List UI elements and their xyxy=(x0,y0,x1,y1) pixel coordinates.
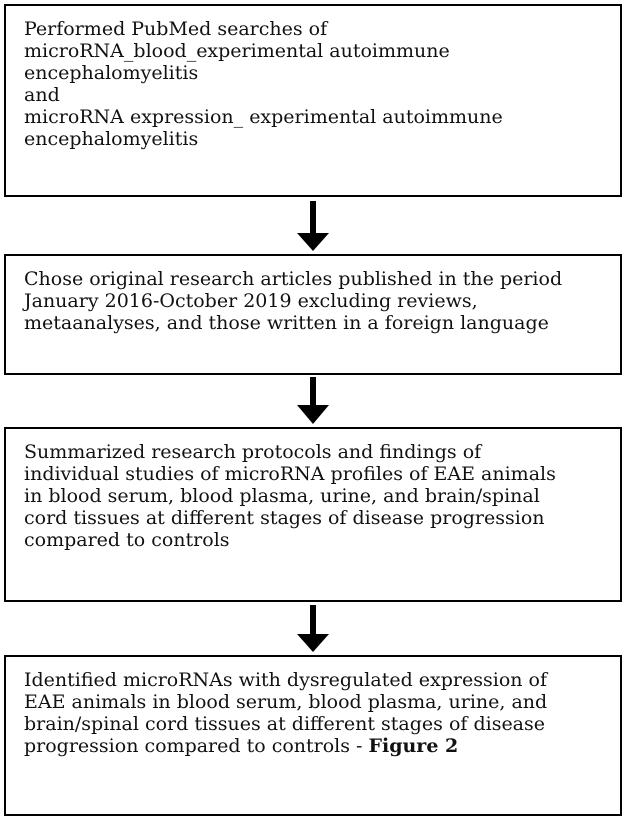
flow-step-1-text: Performed PubMed searches of microRNA_bl… xyxy=(24,18,503,150)
flow-step-3-box: Summarized research protocols and findin… xyxy=(4,427,622,602)
flow-step-4-main-text: Identified microRNAs with dysregulated e… xyxy=(24,669,548,757)
flow-step-2-text: Chose original research articles publish… xyxy=(24,268,563,334)
down-arrow-icon xyxy=(297,605,329,652)
flow-step-4-box: Identified microRNAs with dysregulated e… xyxy=(4,655,622,816)
figure-reference: Figure 2 xyxy=(368,735,459,757)
down-arrow-icon xyxy=(297,201,329,251)
flow-step-2-box: Chose original research articles publish… xyxy=(4,254,622,375)
flow-step-1-box: Performed PubMed searches of microRNA_bl… xyxy=(4,4,622,197)
down-arrow-icon xyxy=(297,377,329,424)
flow-step-4-text: Identified microRNAs with dysregulated e… xyxy=(24,669,610,757)
flow-step-3-text: Summarized research protocols and findin… xyxy=(24,441,556,551)
